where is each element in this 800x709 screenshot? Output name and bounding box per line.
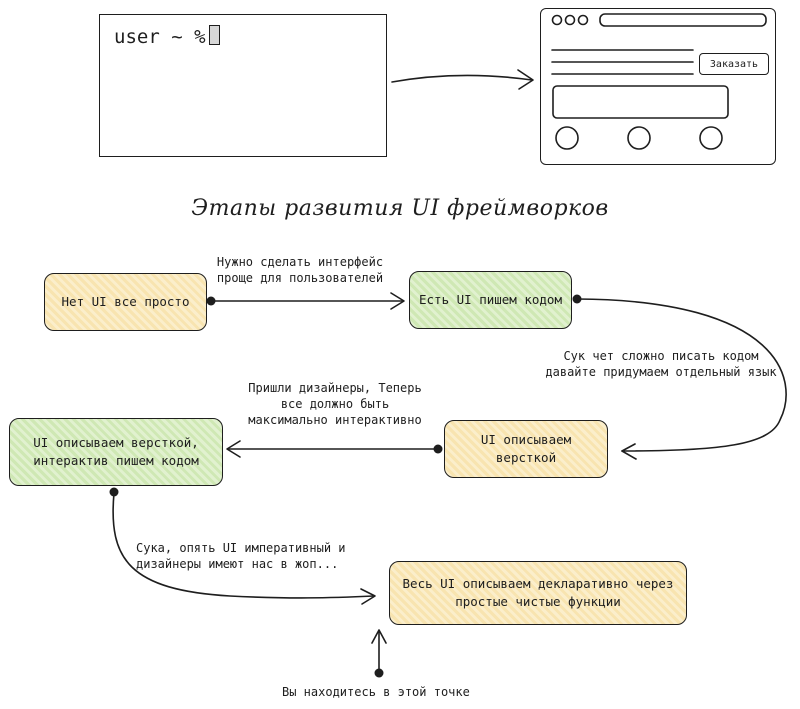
round-button-icon [555, 126, 579, 150]
terminal-mockup: user ~ % [99, 14, 387, 157]
edge-start-dot [109, 487, 119, 497]
node-ui-code: Есть UI пишем кодом [409, 271, 572, 329]
node-ui-markup-interactive: UI описываем версткой, интерактив пишем … [9, 418, 223, 486]
current-point-label: Вы находитесь в этой точке [282, 685, 470, 699]
window-dot-icon [551, 14, 563, 26]
diagram-title: Этапы развития UI фреймворков [191, 196, 609, 221]
browser-mockup: Заказать [540, 8, 776, 165]
edge-label-2: Сук чет сложно писать кодом давайте прид… [545, 349, 777, 380]
edge-4 [112, 492, 375, 599]
edge-start-dot [374, 668, 384, 678]
window-dot-icon [564, 14, 576, 26]
edge-label-1: Нужно сделать интерфейс проще для пользо… [216, 255, 384, 286]
order-button: Заказать [699, 53, 769, 75]
edge-start-dot [433, 444, 443, 454]
node-no-ui: Нет UI все просто [44, 273, 207, 331]
arrowhead [517, 69, 534, 90]
terminal-prompt: user ~ % [114, 25, 220, 48]
edge-label-4: Сука, опять UI императивный и дизайнеры … [136, 541, 346, 572]
terminal-cursor [208, 25, 220, 45]
window-dot-icon [577, 14, 589, 26]
node-declarative-ui: Весь UI описываем декларативно через про… [389, 561, 687, 625]
arrow-terminal-browser [391, 74, 533, 83]
round-button-icon [627, 126, 651, 150]
edge-2 [576, 298, 787, 452]
edge-label-3: Пришли дизайнеры, Теперь все должно быть… [248, 381, 422, 428]
content-block [552, 85, 729, 119]
address-bar [599, 13, 767, 27]
edge-start-dot [206, 296, 216, 306]
edge-start-dot [572, 294, 582, 304]
round-button-icon [699, 126, 723, 150]
node-ui-markup: UI описываем версткой [444, 420, 608, 478]
